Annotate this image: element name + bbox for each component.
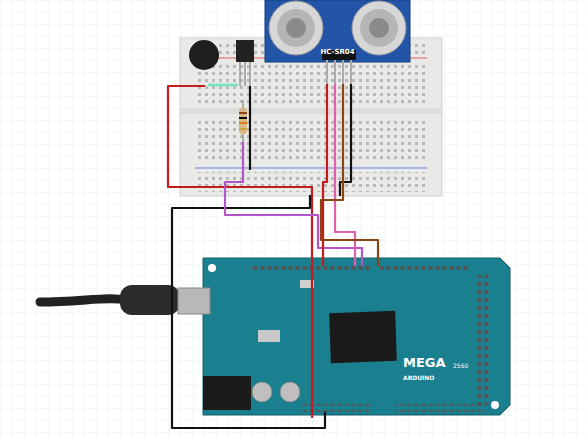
transistor bbox=[236, 40, 254, 86]
sensor-module: HC-SR04 bbox=[265, 0, 410, 62]
buzzer bbox=[189, 40, 219, 70]
ultrasonic-sensor bbox=[265, 0, 410, 84]
arduino-board: MEGA ARDUINO 2560 bbox=[203, 258, 510, 415]
jumper-wire bbox=[208, 84, 238, 87]
board-label: ARDUINO bbox=[403, 375, 434, 381]
board-label: HC-SR04 bbox=[320, 49, 354, 56]
board-label: MEGA bbox=[403, 356, 446, 369]
arduino-board bbox=[203, 258, 510, 415]
wires bbox=[168, 84, 378, 428]
power-jack bbox=[203, 376, 251, 410]
resistor-symbol bbox=[239, 100, 247, 142]
board-label: 2560 bbox=[453, 363, 468, 369]
usb-cable bbox=[40, 285, 210, 315]
